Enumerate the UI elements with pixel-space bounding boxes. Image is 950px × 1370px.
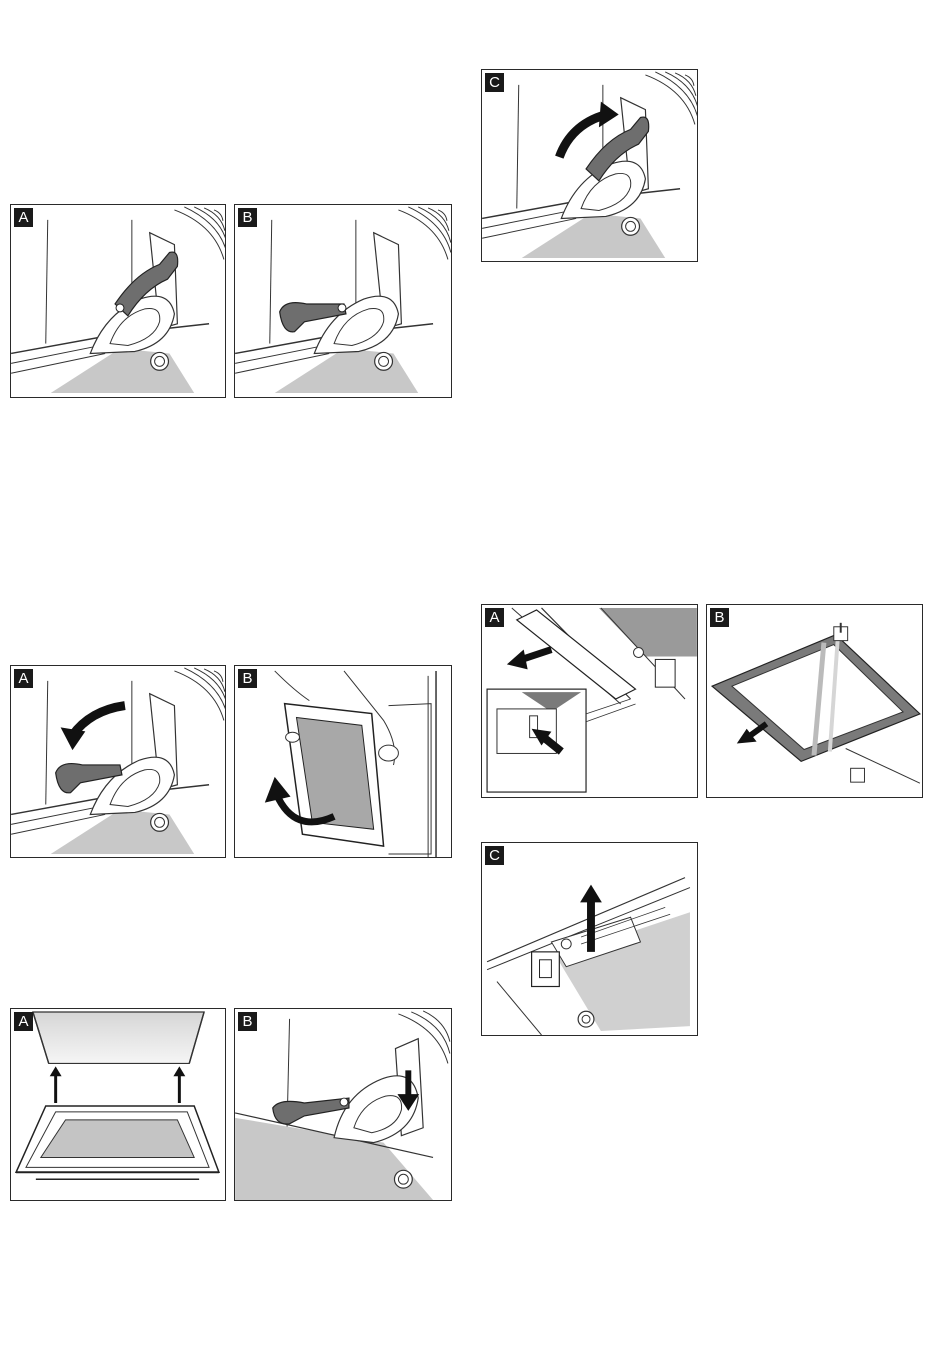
figure-6-panel-c: C — [481, 842, 698, 1036]
figure-1-panel-a: A — [10, 204, 226, 398]
hinge-lever-up-illustration — [11, 205, 225, 397]
panel-label-b: B — [238, 208, 257, 227]
hinge-insert-illustration — [235, 1009, 451, 1200]
door-lift-off-illustration — [235, 666, 451, 857]
panel-label-a: A — [485, 608, 504, 627]
panel-label-b: B — [710, 608, 729, 627]
panel-label-c: C — [485, 73, 504, 92]
figure-5-panel-b: B — [706, 604, 923, 798]
hinge-lever-rotate-down-illustration — [11, 666, 225, 857]
hinge-lever-rotate-up-illustration — [482, 70, 697, 261]
panel-label-a: A — [14, 669, 33, 688]
panel-label-c: C — [485, 846, 504, 865]
figure-3-panel-a: A — [10, 665, 226, 858]
figure-5-panel-a: A — [481, 604, 698, 798]
figure-2-panel-c: C — [481, 69, 698, 262]
panel-label-a: A — [14, 208, 33, 227]
door-cover-release-illustration — [482, 605, 697, 797]
figure-1-panel-b: B — [234, 204, 452, 398]
glass-pane-remove-illustration — [707, 605, 922, 797]
figure-4-panel-b: B — [234, 1008, 452, 1201]
panel-label-a: A — [14, 1012, 33, 1031]
panel-label-b: B — [238, 1012, 257, 1031]
figure-4-panel-a: A — [10, 1008, 226, 1201]
clip-lift-illustration — [482, 843, 697, 1035]
door-reinsert-illustration — [11, 1009, 225, 1200]
hinge-lever-down-illustration — [235, 205, 451, 397]
panel-label-b: B — [238, 669, 257, 688]
figure-3-panel-b: B — [234, 665, 452, 858]
